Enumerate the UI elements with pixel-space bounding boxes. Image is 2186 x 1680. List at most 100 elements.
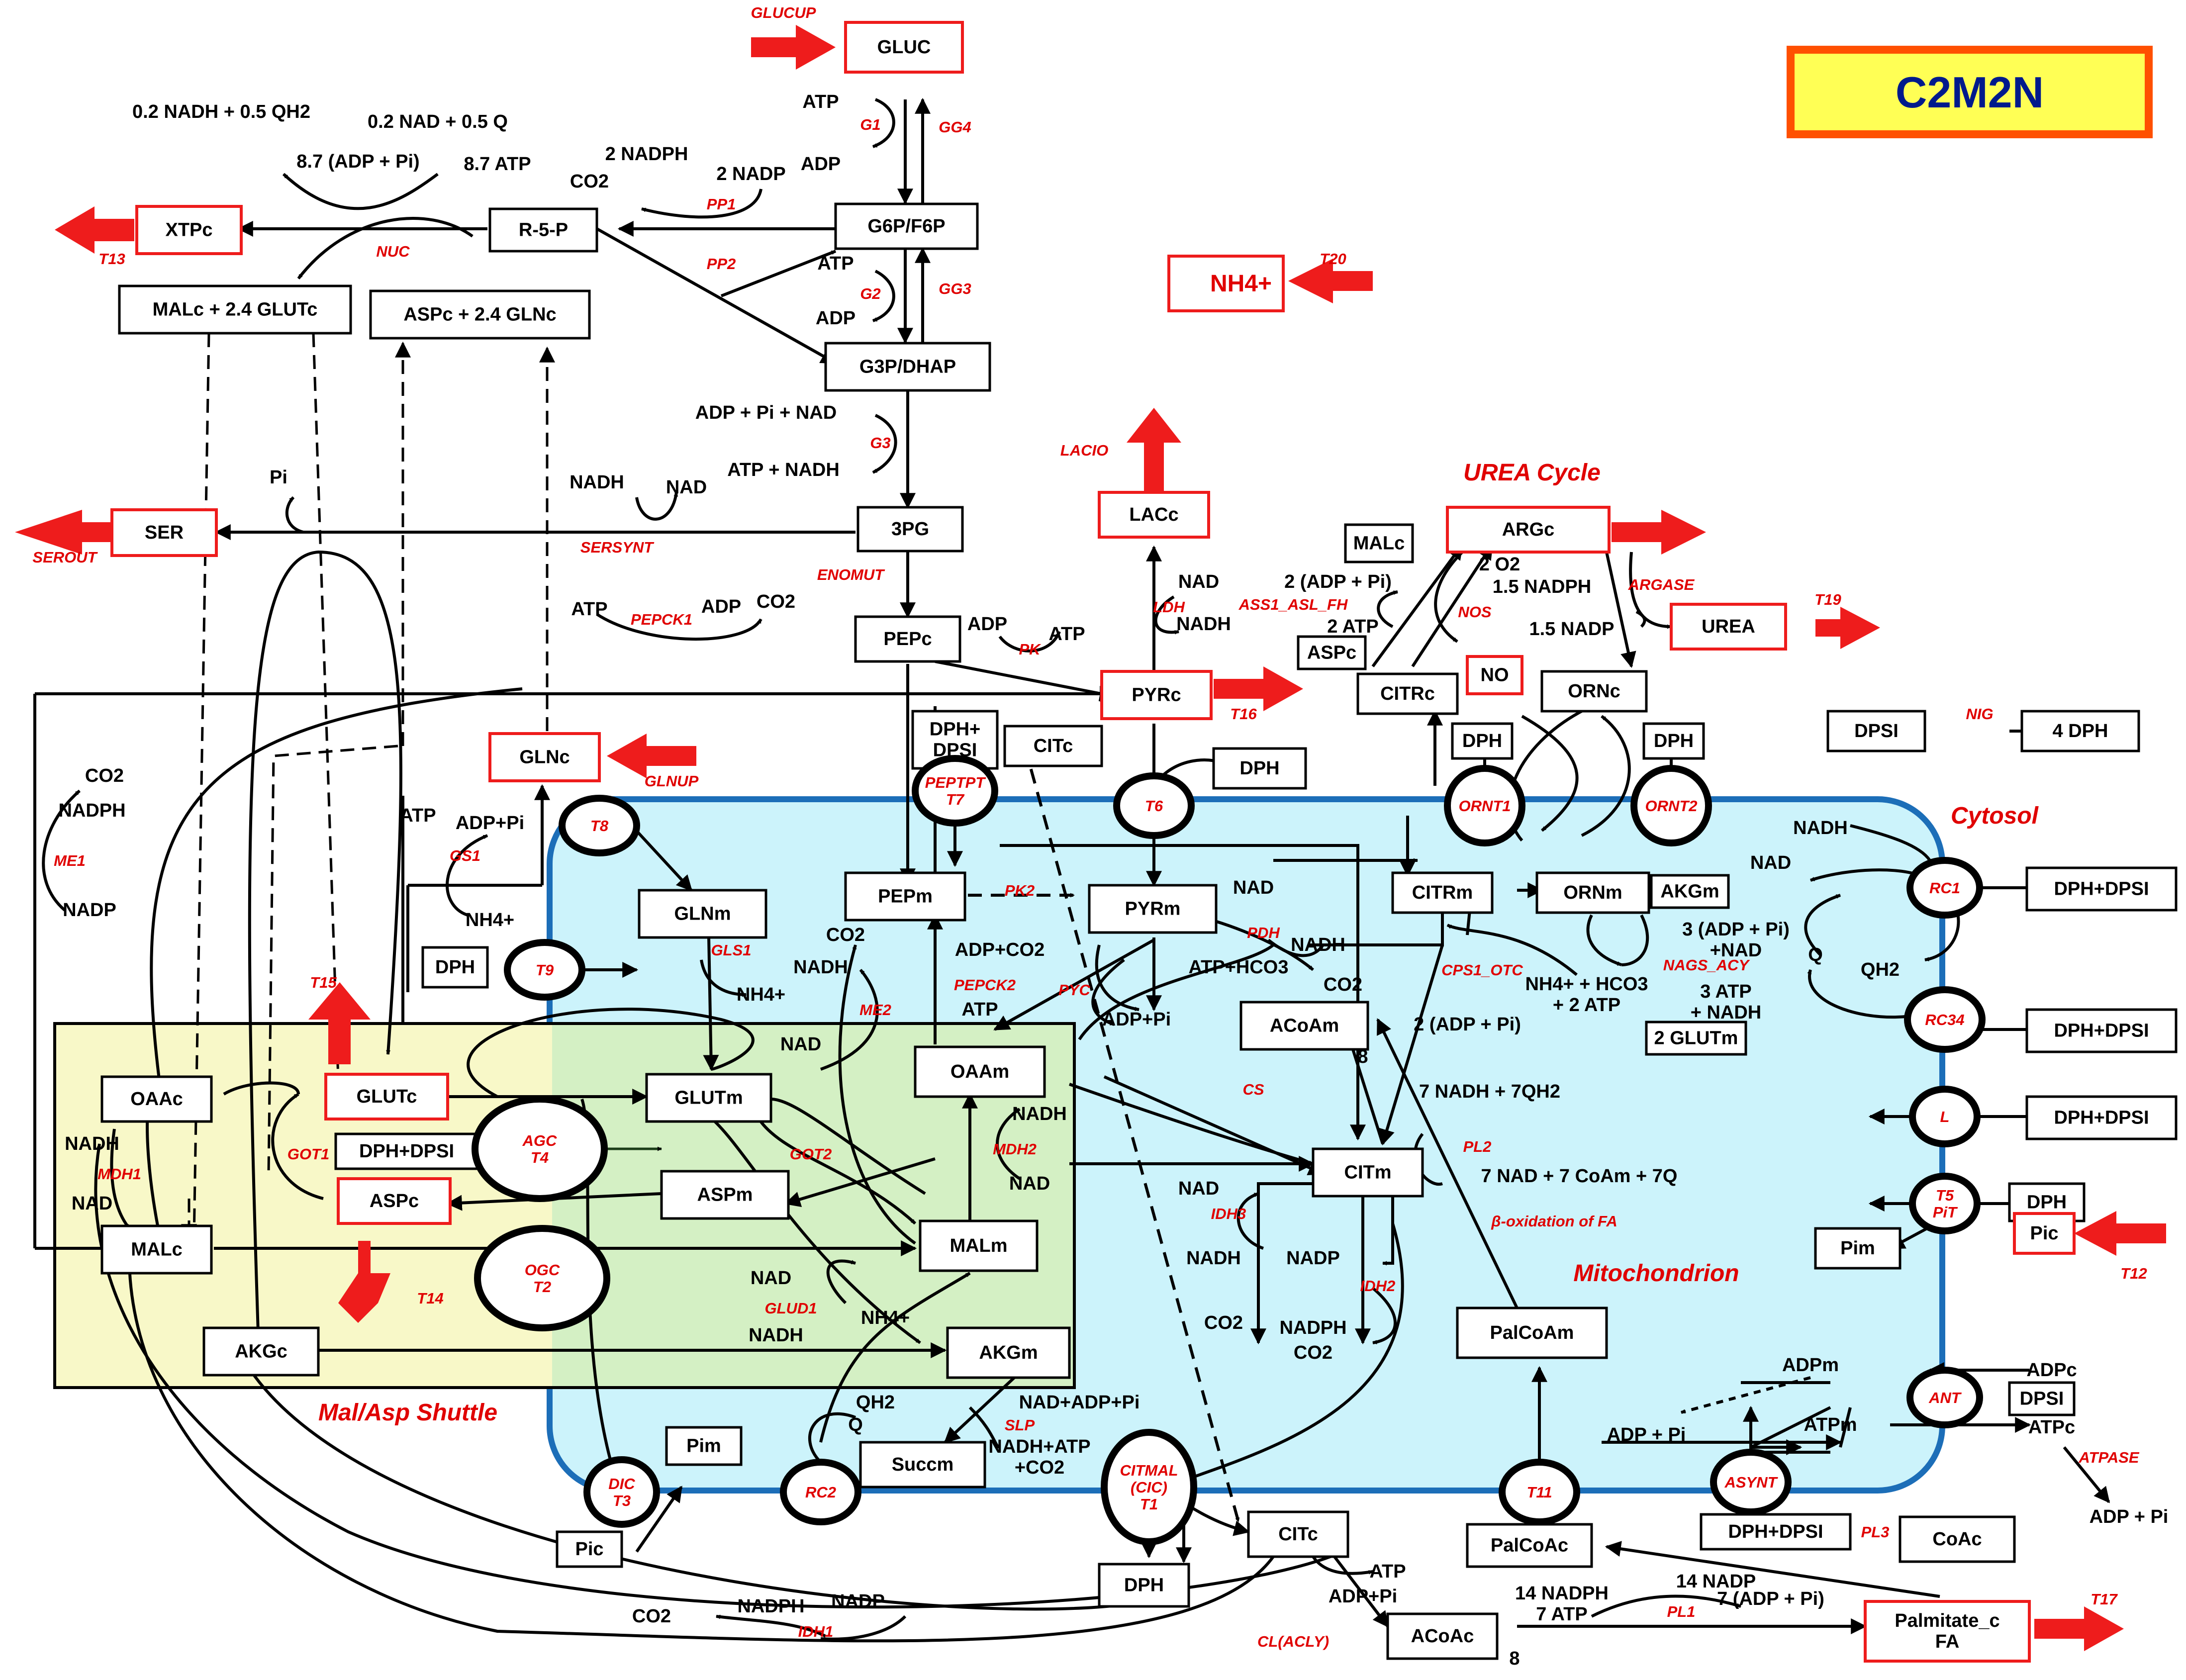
xtpc-node[interactable] [135, 205, 243, 255]
g6p-node[interactable] [834, 202, 979, 250]
succm-node[interactable] [859, 1441, 986, 1489]
nadp2-pp1-label: 2 NADP [716, 164, 785, 185]
palmitate-node[interactable] [1864, 1600, 2031, 1663]
malm-node[interactable] [919, 1219, 1039, 1272]
adp-ass-label: 2 (ADP + Pi) [1284, 571, 1392, 592]
glnc-node[interactable] [488, 732, 601, 782]
acoac-node[interactable] [1386, 1612, 1499, 1660]
dic-transporter[interactable] [583, 1456, 660, 1528]
akgc-node[interactable] [202, 1326, 320, 1377]
aspc-glnc-node[interactable] [369, 289, 591, 340]
dph-node[interactable] [1642, 722, 1705, 760]
t6-transporter[interactable] [1113, 772, 1195, 839]
rc34-transporter[interactable] [1904, 986, 1986, 1053]
asynt-transporter[interactable] [1710, 1449, 1792, 1515]
peptpt-transporter[interactable] [912, 755, 998, 827]
ornt1-transporter[interactable] [1444, 765, 1525, 846]
oaac-node[interactable] [100, 1075, 213, 1123]
dph-node[interactable] [1451, 722, 1514, 760]
glnm-node[interactable] [638, 889, 767, 939]
t11-transporter[interactable] [1499, 1459, 1580, 1525]
aspm-node[interactable] [660, 1170, 790, 1220]
t8-transporter[interactable] [559, 795, 640, 856]
gluc-node[interactable] [844, 21, 964, 74]
dph-dpsi-rc-node[interactable] [2025, 866, 2178, 912]
lacc-node[interactable] [1098, 491, 1210, 539]
pepck2-label: PEPCK2 [954, 976, 1016, 994]
citrm-node[interactable] [1391, 871, 1494, 914]
nh4-node[interactable] [1167, 255, 1285, 312]
malc-node[interactable] [100, 1224, 213, 1275]
atp-pepck2-label: ATP [961, 999, 998, 1020]
pim-node[interactable] [665, 1426, 743, 1466]
nad-pdh-label: NAD [1233, 877, 1274, 898]
beta-ox-label: β-oxidation of FA [1491, 1213, 1617, 1230]
no-node[interactable] [1466, 655, 1523, 695]
pepc-node[interactable] [854, 615, 961, 663]
dph-node-label: DPH [435, 957, 475, 978]
pic-node[interactable] [556, 1530, 623, 1568]
nadh-ldh-label: NADH [1176, 614, 1231, 635]
nadh-pdh-label: NADH [1291, 934, 1345, 955]
ornt2-transporter[interactable] [1630, 765, 1712, 846]
citc-top-node[interactable] [1003, 725, 1103, 767]
dph-node[interactable] [421, 946, 489, 989]
coac-node-label: CoAc [1932, 1529, 1982, 1550]
glutm2-node[interactable] [1645, 1021, 1747, 1056]
t9-transporter[interactable] [504, 939, 585, 1001]
got2-label: GOT2 [790, 1145, 832, 1163]
pim-node[interactable] [1814, 1227, 1901, 1270]
rc2-transporter[interactable] [780, 1459, 861, 1525]
ant-transporter[interactable] [1906, 1367, 1983, 1428]
argc-node[interactable] [1446, 506, 1611, 554]
acoam-node[interactable] [1239, 1001, 1369, 1051]
pepm-node[interactable] [844, 871, 966, 922]
ser-node[interactable] [110, 508, 218, 557]
ornm-node[interactable] [1535, 871, 1650, 914]
akgm-urea-node[interactable] [1650, 874, 1730, 909]
akgm-node[interactable] [946, 1326, 1071, 1379]
g3p-node[interactable] [824, 342, 991, 392]
oaam-node[interactable] [914, 1045, 1046, 1098]
t5-transporter[interactable] [1909, 1173, 1981, 1234]
dph-dpsi-rc-node[interactable] [1700, 1513, 1852, 1551]
dph-node[interactable] [1098, 1563, 1190, 1608]
dph-dpsi-inline-node[interactable] [334, 1132, 479, 1170]
dph-dpsi-output-node[interactable] [2025, 1008, 2178, 1053]
nad-adp-pi-label: NAD+ADP+Pi [1019, 1392, 1140, 1413]
pg3-node[interactable] [856, 506, 964, 553]
ogc-transporter[interactable] [474, 1225, 610, 1331]
glutm2-node-label: 2 GLUTm [1654, 1028, 1738, 1049]
pic-node[interactable] [2013, 1212, 2076, 1255]
rc1-transporter[interactable] [1906, 857, 1983, 919]
ornm-node-label: ORNm [1563, 882, 1622, 903]
dph-node[interactable] [1212, 747, 1307, 790]
citc-bottom-node[interactable] [1247, 1510, 1349, 1558]
aspc-node[interactable] [337, 1177, 452, 1225]
citc-bottom-node-label: CITc [1278, 1524, 1318, 1545]
urea-node[interactable] [1670, 603, 1787, 651]
agc-transporter[interactable] [472, 1096, 608, 1202]
dpsi-node[interactable] [1826, 710, 1926, 752]
dph4-node[interactable] [2020, 710, 2140, 752]
malc-urea-node[interactable] [1344, 523, 1414, 563]
r5p-node[interactable] [488, 207, 598, 253]
pyrc-node[interactable] [1100, 670, 1213, 720]
coac-node[interactable] [1899, 1515, 2016, 1563]
glutc-node[interactable] [324, 1073, 449, 1120]
dph-dpsi-output-node[interactable] [2025, 1095, 2178, 1140]
ornt2-transporter-label: ORNT2 [1645, 797, 1697, 815]
ornc-node[interactable] [1540, 670, 1648, 713]
adp-pi-nad-label: ADP + Pi + NAD [695, 402, 837, 423]
palcoam-node[interactable] [1456, 1307, 1608, 1359]
dpsi-node[interactable] [2008, 1381, 2076, 1416]
pyrm-node[interactable] [1088, 884, 1218, 934]
l-transporter[interactable] [1909, 1086, 1981, 1147]
citrc-node[interactable] [1356, 672, 1459, 715]
malc-glutc-node[interactable] [118, 284, 352, 335]
citmal-transporter[interactable] [1101, 1429, 1197, 1545]
aspc-urea-node[interactable] [1297, 635, 1367, 670]
citm-node[interactable] [1312, 1147, 1424, 1198]
glutm-node[interactable] [645, 1073, 772, 1123]
